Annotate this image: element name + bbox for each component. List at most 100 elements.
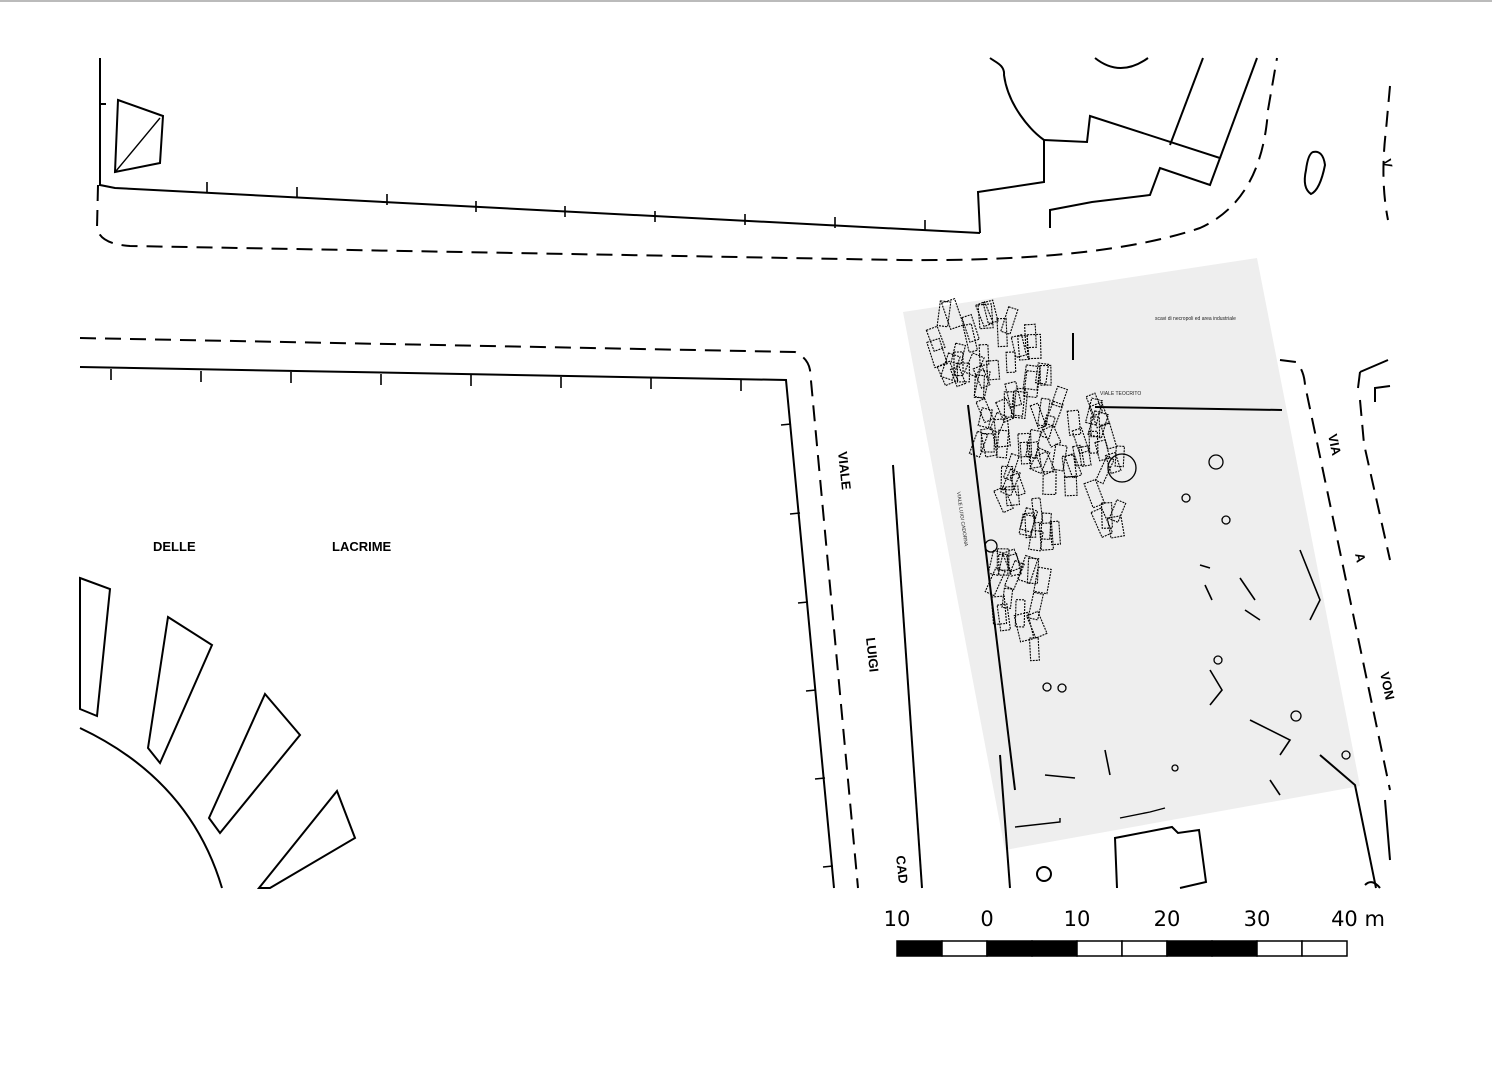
tomb — [1061, 454, 1078, 479]
label-luigi: LUIGI — [863, 637, 882, 673]
tomb — [995, 397, 1016, 423]
pit-feature — [1171, 764, 1179, 772]
tomb — [1027, 591, 1044, 621]
tomb — [1000, 306, 1019, 335]
tomb — [1004, 380, 1023, 408]
tomb — [977, 407, 994, 429]
tomb — [1019, 441, 1032, 465]
label-delle: DELLE — [153, 539, 196, 554]
tomb — [1010, 390, 1029, 419]
tomb — [1090, 507, 1114, 539]
pit-feature — [1181, 493, 1191, 503]
tomb — [1014, 599, 1026, 628]
tomb — [962, 323, 979, 353]
tomb — [950, 342, 967, 366]
tomb — [1049, 520, 1061, 546]
tomb — [1009, 472, 1027, 497]
label-cad: CAD — [893, 855, 911, 885]
pit-feature — [1107, 453, 1137, 483]
tomb — [1083, 478, 1106, 509]
tomb — [1035, 450, 1056, 476]
tomb — [1023, 323, 1038, 349]
tomb — [996, 548, 1010, 571]
west-block — [79, 366, 923, 889]
tomb — [1028, 636, 1040, 662]
tomb — [974, 301, 994, 328]
scale-label-3: 20 — [1154, 907, 1181, 931]
tomb — [973, 374, 986, 399]
tomb — [961, 313, 980, 343]
kiln-structure — [1199, 564, 1213, 601]
scale-label-0: 10 — [884, 907, 911, 931]
kiln-structure — [1239, 577, 1261, 621]
tomb — [995, 429, 1010, 459]
tomb — [984, 566, 1006, 597]
scale-segment — [1121, 940, 1168, 957]
tomb — [1012, 387, 1026, 417]
scan-paper — [903, 258, 1360, 850]
scale-segment — [1301, 940, 1348, 957]
scale-segment — [1166, 940, 1213, 957]
scan-label-viale-teocrito: VIALE TEOCRITO — [1100, 391, 1141, 397]
label-v: V — [1379, 158, 1396, 170]
scale-segment — [1211, 940, 1258, 957]
kiln-structure — [1299, 549, 1321, 621]
tomb — [1033, 566, 1052, 595]
tomb — [972, 364, 991, 389]
tomb — [1029, 402, 1047, 430]
tomb — [1026, 333, 1042, 360]
tomb — [925, 325, 946, 353]
tomb — [1088, 401, 1111, 429]
tomb — [1029, 447, 1051, 475]
scale-bar-segments — [896, 940, 1348, 957]
tomb — [1025, 610, 1048, 639]
pit-feature — [1213, 655, 1223, 665]
tomb — [1071, 427, 1090, 455]
scale-segment — [941, 940, 988, 957]
tomb — [1106, 515, 1125, 539]
tomb — [1005, 351, 1017, 374]
tomb — [1044, 400, 1064, 428]
tomb — [1002, 548, 1022, 573]
svg-text:scavi di necropoli ed area ind: scavi di necropoli ed area industriale — [1155, 316, 1236, 322]
tomb — [1085, 392, 1104, 417]
tomb — [1037, 397, 1051, 427]
tomb — [956, 362, 970, 383]
pit-feature — [1221, 515, 1231, 525]
scale-segment — [1076, 940, 1123, 957]
tomb — [1064, 452, 1083, 479]
kiln-structure — [1104, 749, 1111, 776]
tomb — [963, 352, 985, 378]
tomb-cluster — [925, 297, 1127, 662]
kiln-features — [984, 453, 1351, 796]
tomb — [1023, 370, 1041, 399]
scale-segment — [896, 940, 943, 957]
tomb — [996, 317, 1008, 348]
pit-feature — [1290, 710, 1302, 722]
tomb — [1017, 432, 1033, 458]
tomb — [1028, 529, 1044, 552]
tomb — [1042, 471, 1057, 496]
scale-label-5: 40 m — [1331, 907, 1385, 931]
tomb — [1108, 499, 1127, 523]
tomb — [993, 486, 1014, 514]
label-von: VON — [1377, 671, 1398, 702]
scale-segment — [1031, 940, 1078, 957]
tomb — [926, 337, 948, 369]
tomb — [1100, 502, 1113, 529]
oval-island — [1303, 150, 1327, 196]
block-ticks — [206, 182, 926, 231]
pit-feature — [1042, 682, 1052, 692]
tomb — [949, 365, 967, 388]
tomb — [1100, 422, 1118, 450]
tomb — [1063, 475, 1078, 497]
tomb — [987, 549, 1004, 577]
tomb — [1024, 512, 1037, 539]
pit-feature — [1341, 750, 1351, 760]
kiln-structure — [1044, 774, 1076, 779]
tomb — [1026, 557, 1040, 585]
label-via: VIA — [1325, 433, 1344, 458]
tomb — [979, 427, 998, 458]
